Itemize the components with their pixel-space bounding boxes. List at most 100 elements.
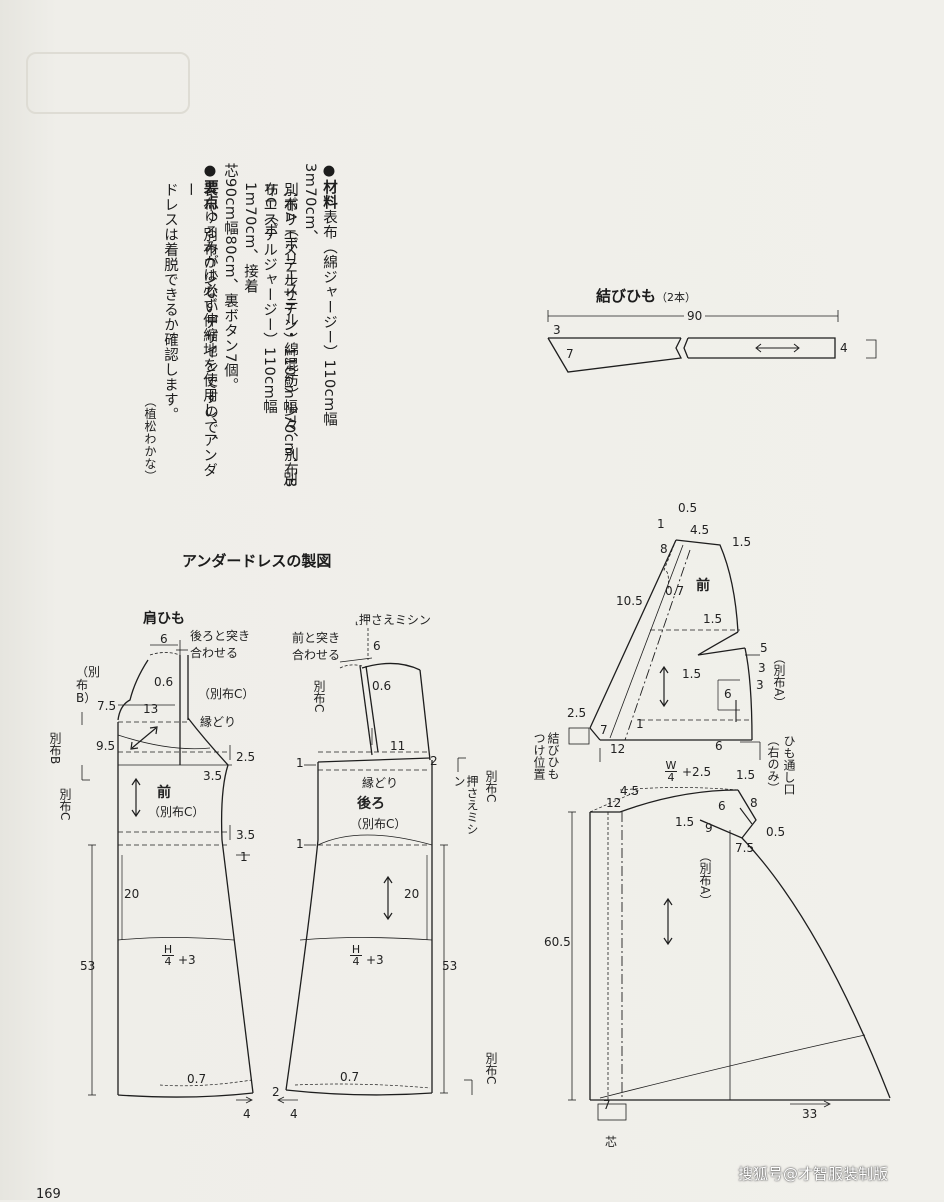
- interfacing-label: 芯: [605, 1135, 618, 1149]
- header-mark: [26, 52, 190, 114]
- hip-h-back: H: [351, 943, 361, 956]
- hip-bar: [162, 955, 174, 956]
- waist-bar: [665, 771, 677, 772]
- bodice-fabric-a: （別布A）: [772, 652, 786, 709]
- skirt-n6: 6: [718, 799, 726, 813]
- press-stitch-icon: ⸤: [355, 616, 359, 627]
- bodice-n1: 1: [657, 517, 665, 531]
- notes-column-7: 表布、別布Cは必ず伸縮地を使用し、アンダー: [180, 182, 218, 492]
- front-label: 前: [157, 785, 171, 801]
- bodice-n12: 12: [610, 742, 626, 756]
- bodice-n1b: 1: [636, 717, 644, 731]
- bodice-n1-5c: 1.5: [682, 667, 702, 681]
- materials-label: ●材料: [321, 163, 337, 210]
- strap-back: [339, 628, 379, 756]
- skirt-n33: 33: [802, 1107, 818, 1121]
- bodice-n1-5b: 1.5: [703, 612, 723, 626]
- press-stitch-label: ⸤押さえミシン: [355, 614, 431, 628]
- materials-line-1: 表布（綿ジャージー）110cm幅3m70cm、: [302, 163, 337, 427]
- bodice-n7: 7: [600, 723, 608, 737]
- watermark: 搜狐号@才智服装制版: [738, 1165, 889, 1183]
- front-hip-add: +3: [178, 953, 196, 967]
- page-number: 169: [36, 1187, 61, 1202]
- front-n20: 20: [124, 887, 140, 901]
- author: （植松わかな）: [143, 395, 157, 483]
- points-line-1: ゆるみが少ないデザインですので、: [202, 209, 218, 450]
- skirt-n8: 8: [750, 796, 758, 810]
- back-label: 後ろ: [357, 796, 385, 812]
- tie-title-text: 結びひも: [596, 287, 657, 305]
- bodice-n1-5: 1.5: [732, 535, 752, 549]
- fabric-b-side: 別布B: [48, 732, 62, 765]
- front-n13: 13: [143, 702, 159, 716]
- materials-line-5: 芯90cm幅80cm、裏ボタン7個。: [222, 163, 238, 393]
- front-n2-5: 2.5: [236, 750, 256, 764]
- loop-label: ひも通し口: [782, 735, 796, 795]
- notes-column-3: （ポリエステルサテン）110cm幅70cm、別布C（ポ: [260, 182, 298, 492]
- hip-div: 4: [164, 955, 172, 968]
- press-stitch-v: 押さえミシン: [452, 775, 479, 835]
- materials-line-4: リエステルジャージー）110cm幅1m70cm、接着: [242, 182, 277, 415]
- back-n0-6: 0.6: [372, 679, 392, 693]
- bodice-n6: 6: [724, 687, 732, 701]
- points-label: ●要点: [202, 163, 218, 210]
- front-n0-7: 0.7: [187, 1072, 207, 1086]
- front-dress: [81, 659, 254, 1104]
- points-line-2: 表布、別布Cは必ず伸縮地を使用し、アンダー: [182, 182, 217, 478]
- skirt-n9: 9: [705, 821, 713, 835]
- tie-strip: [547, 310, 877, 373]
- notes-column-4: リエステルジャージー）110cm幅1m70cm、接着: [240, 182, 278, 492]
- fabric-b-label: （別布B）: [76, 665, 101, 705]
- skirt-n1-5: 1.5: [736, 768, 756, 782]
- bodice-n6b: 6: [715, 739, 723, 753]
- strap-title: 肩ひも: [143, 611, 185, 627]
- back-n6: 6: [373, 639, 381, 653]
- front-n0-6: 0.6: [154, 675, 174, 689]
- back-hip-add: +3: [366, 953, 384, 967]
- press-stitch-text: 押さえミシン: [358, 613, 431, 627]
- skirt-n60-5: 60.5: [544, 935, 571, 949]
- back-n53: 53: [442, 959, 458, 973]
- tie-count: （2本）: [656, 291, 697, 304]
- edge-label: 縁どり: [200, 715, 237, 729]
- bodice-n8: 8: [660, 542, 668, 556]
- tie-width-left-2: 7: [566, 347, 574, 361]
- back-n1b: 1: [296, 837, 304, 851]
- back-n20: 20: [404, 887, 420, 901]
- bodice-n0-7: 0.7: [665, 584, 685, 598]
- front-n1: 1: [240, 850, 248, 864]
- back-n11: 11: [390, 739, 406, 753]
- front-join-2: 合わせる: [292, 648, 341, 662]
- fabric-c-side: 別布C: [58, 788, 72, 821]
- hip-bar-back: [350, 955, 362, 956]
- points-line-3: ドレスは着脱できるか確認します。: [162, 182, 178, 422]
- waist-w: W: [665, 759, 677, 772]
- back-n1: 1: [296, 756, 304, 770]
- bias-c-label: （別布C）: [198, 687, 255, 701]
- notes-column-8: ドレスは着脱できるか確認します。: [160, 182, 179, 492]
- back-n2b: 2: [272, 1085, 280, 1099]
- hip-h: H: [163, 943, 173, 956]
- back-join-2: 合わせる: [190, 646, 239, 660]
- skirt-n7: 7: [603, 1098, 611, 1112]
- loop-note: （右のみ）: [766, 734, 780, 794]
- bodice-n3: 3: [758, 661, 766, 675]
- tie-length: 90: [684, 310, 706, 323]
- skirt-fabric-a: （別布A）: [698, 850, 712, 907]
- front-n3-5b: 3.5: [236, 828, 256, 842]
- notes-column-5: 芯90cm幅80cm、裏ボタン7個。: [220, 163, 239, 493]
- skirt-waist-add: +2.5: [682, 765, 712, 779]
- materials-line-2: 別布A（ポリエステル・綿混紡）少々、別布B: [282, 182, 298, 488]
- tie-width-left: 3: [553, 323, 561, 337]
- underdress-title: アンダードレスの製図: [182, 552, 332, 570]
- back-n0-7: 0.7: [340, 1070, 360, 1084]
- waist-div: 4: [667, 771, 675, 784]
- front-n53: 53: [80, 959, 96, 973]
- front-n7-5: 7.5: [97, 699, 117, 713]
- bodice-n3b: 3: [756, 678, 764, 692]
- back-dress: [277, 662, 473, 1104]
- front-hip-frac: H 4: [162, 944, 174, 967]
- back-n2: 2: [430, 754, 438, 768]
- back-hip-frac: H 4: [350, 944, 362, 967]
